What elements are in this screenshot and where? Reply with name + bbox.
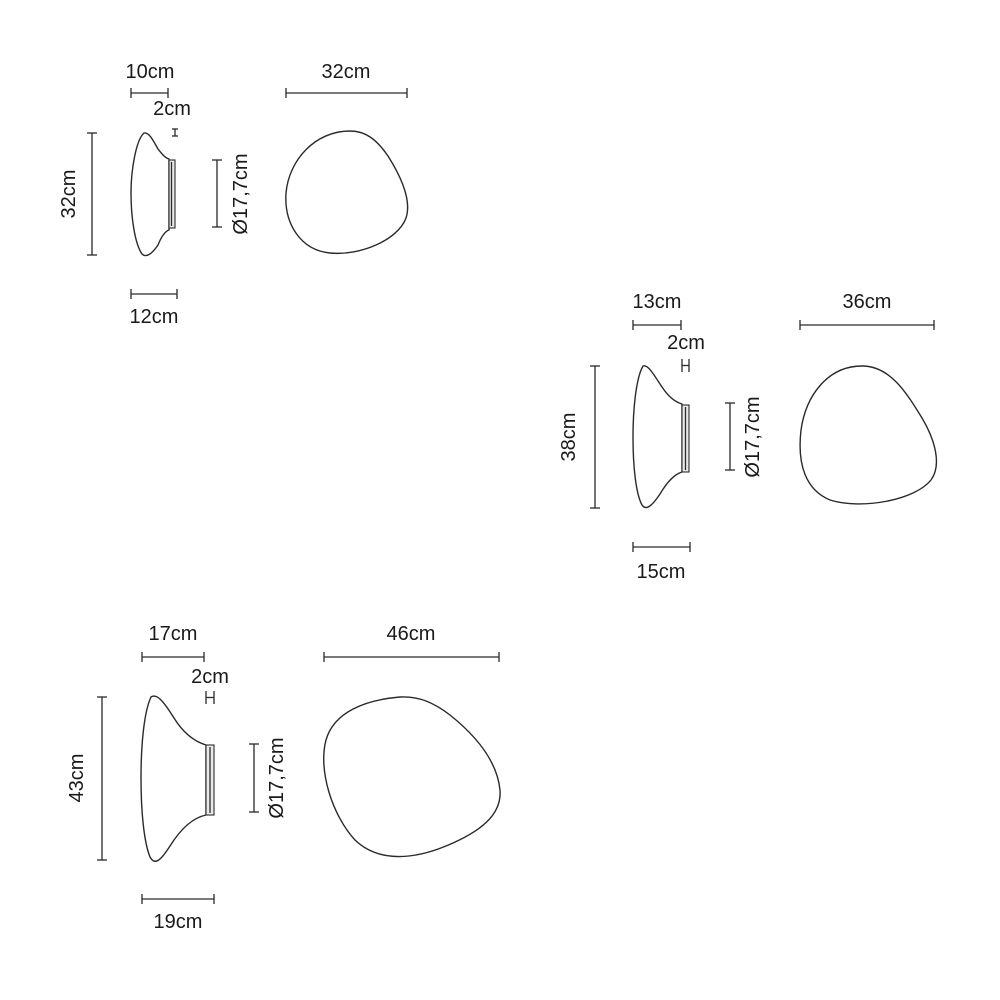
lamp-medium: 13cm 2cm 38cm 15cm Ø17,7cm 36cm [558, 291, 938, 583]
lamp-large-mount-label: 2cm [191, 666, 229, 688]
lamp-small-mount-label: 2cm [153, 98, 191, 120]
lamp-medium-mount-label: 2cm [667, 332, 705, 354]
lamp-small-height-label: 32cm [58, 170, 80, 219]
lamp-small-depth-label: 10cm [126, 61, 175, 83]
lamp-small-base-label: 12cm [130, 306, 179, 328]
lamp-large: 17cm 2cm 43cm 19cm Ø17,7cm 46cm [66, 623, 501, 933]
lamp-small-side-shade [130, 132, 170, 257]
lamp-large-height-label: 43cm [66, 754, 88, 803]
lamp-medium-base-label: 15cm [637, 561, 686, 583]
lamp-medium-height-label: 38cm [558, 413, 580, 462]
lamp-small-diameter-label: Ø17,7cm [230, 153, 252, 234]
lamp-large-side-shade [140, 695, 207, 862]
lamp-large-width-label: 46cm [387, 623, 436, 645]
lamp-small-front-shade [285, 130, 409, 255]
lamp-medium-depth-label: 13cm [633, 291, 682, 313]
lamp-small: 10cm 2cm 32cm 12cm Ø17,7cm 32cm [58, 61, 409, 328]
lamp-large-base-label: 19cm [154, 911, 203, 933]
lamp-large-diameter-label: Ø17,7cm [266, 737, 288, 818]
lamp-medium-front-shade [799, 365, 938, 505]
lamp-medium-side-shade [632, 365, 683, 509]
lamp-large-depth-label: 17cm [149, 623, 198, 645]
lamp-large-front-shade [323, 696, 501, 858]
lamp-small-width-label: 32cm [322, 61, 371, 83]
lamp-medium-width-label: 36cm [843, 291, 892, 313]
lamp-medium-diameter-label: Ø17,7cm [742, 396, 764, 477]
